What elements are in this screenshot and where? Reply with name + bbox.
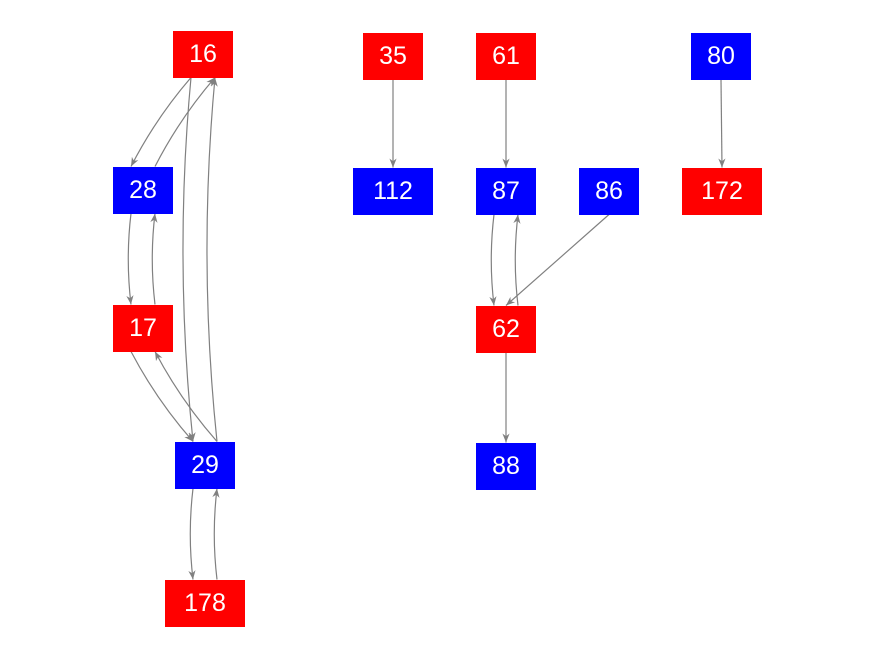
node-178: 178 [165, 579, 245, 627]
edge-16-to-29 [182, 77, 196, 442]
edge-29-to-17 [154, 351, 218, 442]
edge-17-to-28 [150, 213, 158, 305]
node-88: 88 [476, 442, 536, 490]
node-35: 35 [363, 32, 423, 80]
node-87: 87 [476, 167, 536, 215]
edge-80-to-172 [718, 79, 726, 168]
edge-29-to-178 [188, 488, 196, 580]
node-80: 80 [691, 32, 751, 80]
edge-62-to-87 [513, 214, 521, 306]
edge-86-to-62 [505, 214, 610, 306]
edge-29-to-16 [206, 77, 218, 442]
edge-17-to-29 [130, 351, 194, 442]
node-86: 86 [579, 167, 639, 215]
node-61: 61 [476, 32, 536, 80]
node-29: 29 [175, 441, 235, 489]
node-16: 16 [173, 30, 233, 78]
node-28: 28 [113, 166, 173, 214]
node-62: 62 [476, 305, 536, 353]
node-172: 172 [682, 167, 762, 215]
edge-87-to-62 [489, 214, 497, 306]
edge-178-to-29 [212, 488, 220, 580]
node-112: 112 [353, 167, 433, 215]
node-17: 17 [113, 304, 173, 352]
edge-28-to-16 [154, 77, 216, 167]
edge-16-to-28 [130, 77, 192, 167]
edge-28-to-17 [126, 213, 134, 305]
